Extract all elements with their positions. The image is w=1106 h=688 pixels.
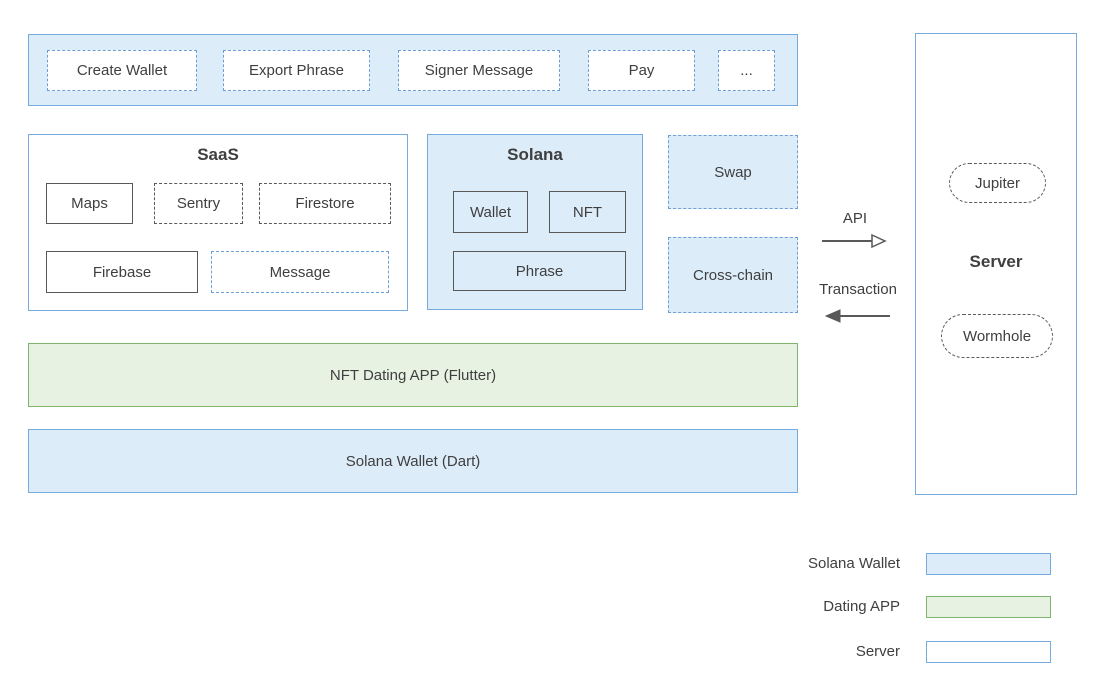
feature-more: ... bbox=[718, 50, 775, 91]
feature-label: Pay bbox=[628, 62, 655, 79]
jupiter-label: Jupiter bbox=[974, 174, 1021, 192]
dating-app-layer: NFT Dating APP (Flutter) bbox=[28, 343, 798, 407]
swap-label: Swap bbox=[714, 163, 752, 181]
feature-label: Export Phrase bbox=[248, 62, 345, 79]
wormhole-label: Wormhole bbox=[962, 327, 1032, 345]
server-group: Jupiter Server Wormhole bbox=[915, 33, 1077, 495]
legend-label-solana-wallet: Solana Wallet bbox=[808, 555, 900, 572]
saas-message-label: Message bbox=[269, 263, 331, 281]
wormhole-node: Wormhole bbox=[941, 314, 1053, 358]
legend-label-server: Server bbox=[855, 643, 900, 660]
feature-create-wallet: Create Wallet bbox=[47, 50, 197, 91]
cross-chain-label: Cross-chain bbox=[692, 266, 774, 284]
saas-maps-label: Maps bbox=[71, 195, 108, 212]
feature-label: Signer Message bbox=[424, 62, 534, 79]
api-arrow-label: API bbox=[842, 210, 868, 227]
solana-wallet-box: Wallet bbox=[453, 191, 528, 233]
api-right-arrow-icon bbox=[822, 233, 887, 249]
solana-wallet-layer: Solana Wallet (Dart) bbox=[28, 429, 798, 493]
solana-title: Solana bbox=[507, 145, 563, 164]
saas-message-box: Message bbox=[211, 251, 389, 293]
swap-box: Swap bbox=[668, 135, 798, 209]
feature-label: ... bbox=[740, 62, 753, 79]
legend-swatch-server bbox=[926, 641, 1051, 663]
saas-maps-box: Maps bbox=[46, 183, 133, 224]
legend-swatch-dating-app bbox=[926, 596, 1051, 618]
saas-firebase-box: Firebase bbox=[46, 251, 198, 293]
feature-label: Create Wallet bbox=[76, 62, 168, 79]
solana-group: Solana Wallet NFT Phrase bbox=[427, 134, 643, 310]
saas-sentry-box: Sentry bbox=[154, 183, 243, 224]
saas-sentry-label: Sentry bbox=[176, 195, 221, 212]
saas-firebase-label: Firebase bbox=[92, 263, 152, 281]
saas-firestore-box: Firestore bbox=[259, 183, 391, 224]
transaction-arrow-label: Transaction bbox=[819, 281, 897, 298]
legend-label-dating-app: Dating APP bbox=[823, 598, 900, 615]
saas-firestore-label: Firestore bbox=[295, 195, 355, 212]
solana-wallet-layer-label: Solana Wallet (Dart) bbox=[345, 452, 481, 470]
cross-chain-box: Cross-chain bbox=[668, 237, 798, 313]
dating-app-layer-label: NFT Dating APP (Flutter) bbox=[329, 366, 497, 384]
solana-nft-label: NFT bbox=[572, 203, 603, 221]
solana-wallet-label: Wallet bbox=[469, 203, 512, 221]
legend-swatch-solana-wallet bbox=[926, 553, 1051, 575]
feature-signer-message: Signer Message bbox=[398, 50, 560, 91]
saas-group: SaaS Maps Sentry Firestore Firebase Mess… bbox=[28, 134, 408, 311]
solana-phrase-box: Phrase bbox=[453, 251, 626, 291]
feature-pay: Pay bbox=[588, 50, 695, 91]
feature-export-phrase: Export Phrase bbox=[223, 50, 370, 91]
solana-nft-box: NFT bbox=[549, 191, 626, 233]
transaction-left-arrow-icon bbox=[824, 309, 890, 323]
server-title: Server bbox=[969, 252, 1023, 271]
solana-phrase-label: Phrase bbox=[515, 262, 564, 280]
saas-title: SaaS bbox=[197, 145, 239, 164]
jupiter-node: Jupiter bbox=[949, 163, 1046, 203]
